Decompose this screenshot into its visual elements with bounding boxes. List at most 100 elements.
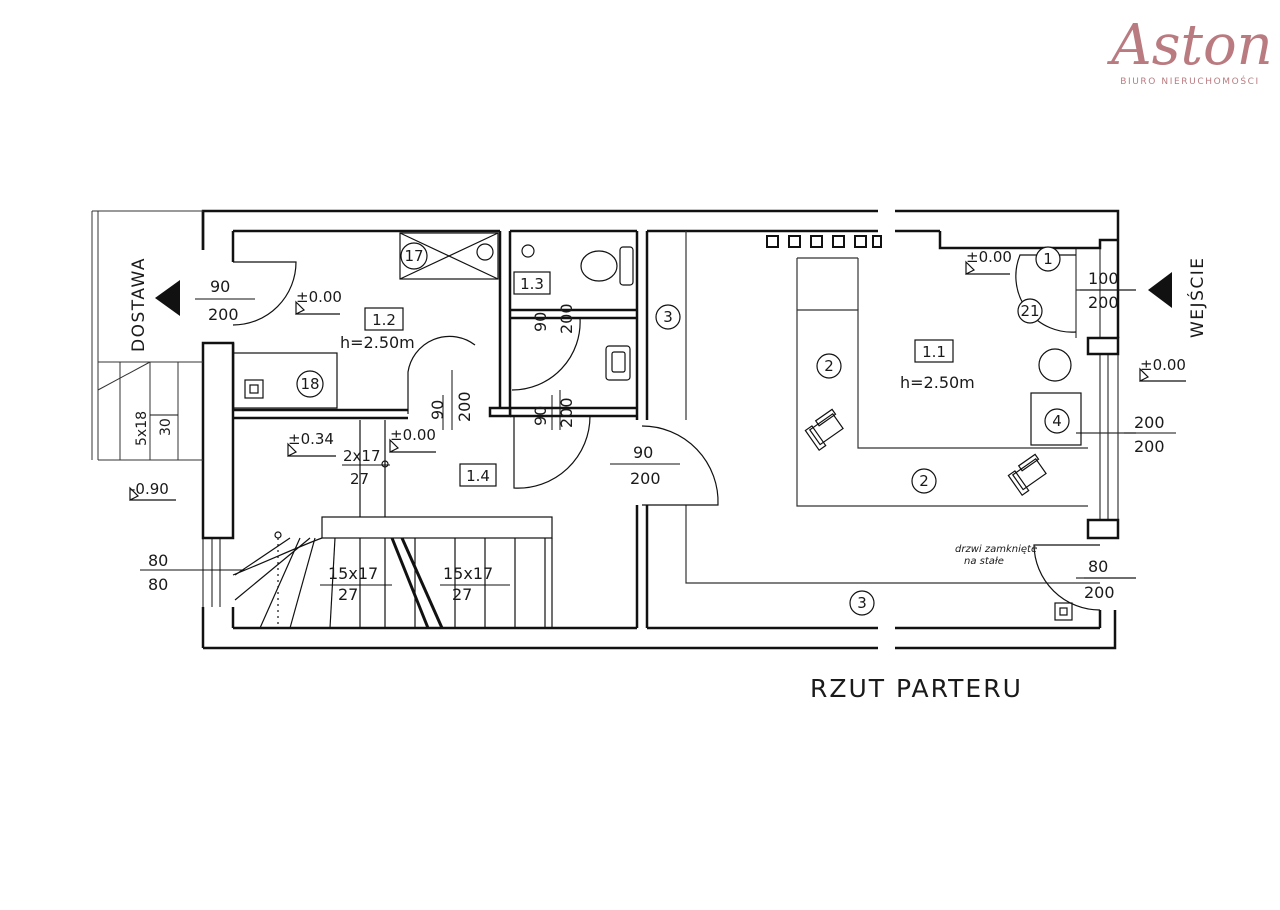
toilet-bowl-icon [580, 250, 618, 282]
shower-tray [399, 232, 499, 280]
dim-door-1-3b-height: 200 [557, 397, 576, 428]
marker-2-upper-label: 2 [824, 357, 834, 375]
level-1-4-upper: ±0.34 [288, 430, 334, 448]
dim-window-width: 200 [1134, 413, 1165, 432]
door-1-2 [407, 335, 476, 414]
outer-wall-top-right [895, 209, 1120, 248]
stool-icon [1038, 348, 1072, 382]
dim-stairs-b-steps: 15x17 [443, 564, 493, 583]
dim-door-1-4-height: 200 [630, 469, 661, 488]
chair-icon-b [1007, 453, 1047, 496]
dim-stairs-b-tread: 27 [452, 585, 472, 604]
room-labels: 1.2 h=2.50m 1.3 1.4 1.1 h=2.50m [340, 271, 975, 487]
dim-door-1-2-height: 200 [455, 391, 474, 422]
dim-door-1-4-width: 90 [633, 443, 653, 462]
cabinet-18 [232, 352, 338, 409]
level-exterior: -0.90 [130, 480, 169, 498]
plan-title: RZUT PARTERU [810, 674, 1023, 703]
stair-handrail [321, 516, 553, 539]
marker-21-label: 21 [1020, 302, 1039, 320]
marker-3-upper-label: 3 [663, 308, 673, 326]
wc-bidet-icon [521, 244, 535, 258]
wall-wc-stub [488, 406, 512, 418]
dimension-lines [140, 289, 1176, 586]
fixtures [232, 232, 1082, 621]
dim-stairs-a-steps: 15x17 [328, 564, 378, 583]
marker-2-upper [816, 353, 842, 379]
room-1-1-box [914, 339, 954, 363]
walls [201, 209, 1120, 650]
marker-18 [296, 370, 324, 398]
external-stairs [91, 210, 203, 461]
room-1-1-id: 1.1 [922, 343, 946, 361]
dim-left-window-width: 80 [148, 551, 168, 570]
dim-left-window-height: 80 [148, 575, 168, 594]
marker-1-label: 1 [1043, 250, 1053, 268]
logo-tagline: BIURO NIERUCHOMOŚCI [1120, 75, 1260, 87]
marker-18-label: 18 [300, 375, 319, 393]
marker-17-label: 17 [404, 247, 423, 265]
toilet-tank-icon [619, 246, 634, 286]
marker-21 [1017, 298, 1043, 324]
dostawa-arrow-icon [155, 280, 180, 316]
marker-3-upper [655, 304, 681, 330]
door-1-3-lower [513, 415, 591, 489]
right-pillar-top [1086, 336, 1120, 356]
note-line-1: drzwi zamknięte [955, 544, 1037, 555]
room-1-4-box [459, 463, 497, 487]
room-1-2-id: 1.2 [372, 311, 396, 329]
marker-4 [1044, 408, 1070, 434]
dim-dostawa-door-width: 90 [210, 277, 230, 296]
marker-2-lower-label: 2 [919, 472, 929, 490]
sink-icon [605, 345, 631, 381]
dim-ext-stairs-steps: 5x18 [134, 411, 150, 446]
door-dostawa [232, 261, 297, 326]
room-1-3-id: 1.3 [520, 275, 544, 293]
dim-entrance-height: 200 [1088, 293, 1119, 312]
dim-ext-stairs-tread: 30 [158, 418, 174, 436]
room-1-4-id: 1.4 [466, 467, 490, 485]
equipment-4 [1030, 392, 1082, 446]
staircase [232, 420, 553, 629]
wejscie-arrow-icon [1148, 272, 1172, 308]
dim-small-stairs-steps: 2x17 [343, 447, 381, 465]
room-1-2-height: h=2.50m [340, 333, 415, 352]
marker-3-lower-label: 3 [857, 594, 867, 612]
level-1-4: ±0.00 [390, 426, 436, 444]
dim-stairs-a-tread: 27 [338, 585, 358, 604]
dim-door-1-2-width: 90 [428, 400, 447, 420]
circle-markers [296, 242, 1070, 616]
circle-marker-labels: 17 18 3 2 2 3 1 21 4 [300, 247, 1061, 612]
chair-icon-a [804, 408, 844, 451]
dim-door-1-3a-height: 200 [557, 303, 576, 334]
door-side-closed [1033, 544, 1101, 611]
marker-4-label: 4 [1052, 412, 1062, 430]
level-1-1-window: ±0.00 [1140, 356, 1186, 374]
dim-door-1-3a-width: 90 [531, 312, 550, 332]
level-1-1-entrance: ±0.00 [966, 248, 1012, 266]
dim-door-1-3b-width: 90 [531, 406, 550, 426]
door-1-4 [641, 425, 719, 506]
dim-side-door-width: 80 [1088, 557, 1108, 576]
top-wall-vents [766, 235, 882, 248]
sink-box-icon [244, 379, 264, 399]
marker-17 [400, 242, 428, 270]
room-1-2-box [364, 307, 404, 331]
shower-drain-icon [476, 243, 494, 261]
outlet-box-icon [1054, 602, 1073, 621]
room-1-3-box [513, 271, 551, 295]
sink-inner-icon [611, 351, 626, 373]
door-1-3-upper [511, 317, 581, 391]
stair-winder [232, 537, 323, 576]
dimension-labels: 90 200 90 200 90 200 90 200 90 200 100 2… [134, 269, 1165, 604]
marker-1 [1035, 246, 1061, 272]
marker-3-lower [849, 590, 875, 616]
level-1-2: ±0.00 [296, 288, 342, 306]
side-label-dostawa: DOSTAWA [129, 257, 149, 352]
outer-wall-bottom-right [895, 610, 1117, 650]
note-line-2: na stałe [964, 556, 1004, 567]
right-pillar-bottom [1086, 518, 1120, 540]
level-symbols [129, 260, 1186, 501]
